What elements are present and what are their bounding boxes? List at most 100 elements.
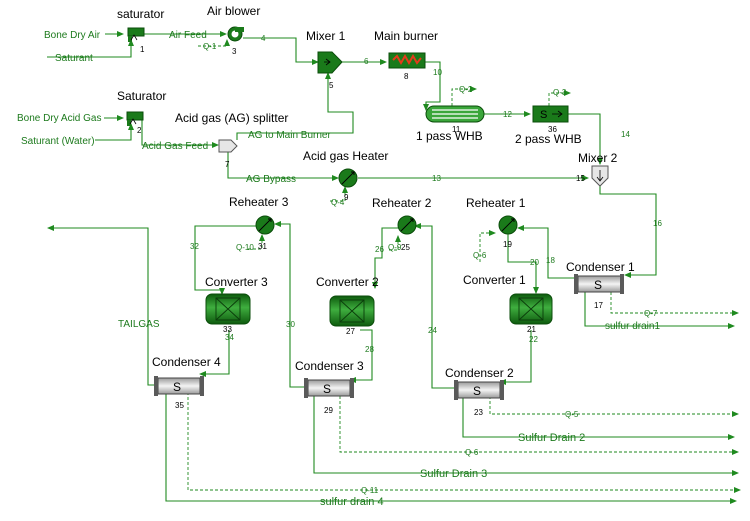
condenser3-id: 29 — [324, 406, 333, 415]
q3-label: Q-3 — [553, 88, 567, 97]
reheater1-id: 19 — [503, 240, 512, 249]
stream-ag-bypass[interactable] — [227, 152, 339, 181]
saturator1-title: saturator — [117, 7, 164, 21]
burner-id: 8 — [404, 72, 409, 81]
q11-label: Q-11 — [361, 486, 379, 495]
snum-22: 22 — [529, 335, 538, 344]
label-sulfur-drain2: Sulfur Drain 2 — [518, 432, 585, 444]
ag-splitter-id: 7 — [225, 160, 230, 169]
converter-2[interactable] — [329, 295, 375, 327]
ag-heater-title: Acid gas Heater — [303, 149, 388, 163]
q4-label: Q-4 — [331, 198, 345, 207]
stream-26[interactable] — [372, 227, 401, 289]
stream-10[interactable] — [423, 61, 441, 111]
condenser4-title: Condenser 4 — [152, 355, 221, 369]
air-blower-id: 3 — [232, 47, 237, 56]
snum-12: 12 — [503, 110, 512, 119]
stream-20[interactable] — [507, 232, 539, 294]
stream-sulfur-drain4[interactable] — [165, 392, 737, 504]
saturator1-id: 1 — [140, 45, 145, 54]
converter1-title: Converter 1 — [463, 273, 526, 287]
snum-16: 16 — [653, 219, 662, 228]
mixer-1[interactable] — [317, 51, 343, 74]
snum-20: 20 — [530, 258, 539, 267]
q6b-label: Q-6 — [465, 448, 479, 457]
ag-splitter[interactable] — [218, 139, 238, 153]
energy-q7[interactable] — [610, 292, 739, 316]
label-ag-to-main-burner: AG to Main Burner — [248, 130, 331, 141]
stream-acid-gas-feed[interactable] — [141, 118, 219, 148]
stream-sulfur-drain1[interactable] — [584, 292, 735, 329]
stream-22[interactable] — [499, 330, 532, 385]
stream-16[interactable] — [599, 186, 657, 278]
snum-6: 6 — [364, 57, 369, 66]
reheater3-title: Reheater 3 — [229, 195, 289, 209]
snum-30: 30 — [286, 320, 295, 329]
saturator-1[interactable] — [127, 27, 145, 42]
reheater1-title: Reheater 1 — [466, 196, 526, 210]
label-bone-dry-air: Bone Dry Air — [44, 30, 101, 41]
whb2-title: 2 pass WHB — [515, 132, 582, 146]
stream-sulfur-drain2[interactable] — [462, 398, 735, 440]
stream-saturant-water[interactable] — [95, 123, 134, 141]
energy-q9[interactable] — [389, 235, 401, 251]
main-burner[interactable] — [388, 52, 426, 69]
main-burner-title: Main burner — [374, 29, 438, 43]
label-sulfur-drain3: Sulfur Drain 3 — [420, 468, 487, 480]
converter-1[interactable] — [509, 293, 553, 325]
condenser2-title: Condenser 2 — [445, 366, 514, 380]
stream-32[interactable] — [194, 225, 258, 295]
air-blower[interactable] — [227, 26, 244, 42]
condenser-1[interactable]: S — [574, 274, 624, 294]
q2-label: Q-2 — [459, 85, 473, 94]
stream-4[interactable] — [243, 37, 319, 65]
label-ag-bypass: AG Bypass — [246, 174, 296, 185]
mixer2-id: 15 — [576, 174, 585, 183]
snum-4: 4 — [261, 34, 266, 43]
snum-18: 18 — [546, 256, 555, 265]
energy-q4[interactable] — [330, 186, 348, 202]
energy-streams — [187, 39, 741, 493]
label-saturant: Saturant — [55, 53, 93, 64]
converter-3[interactable] — [205, 293, 251, 325]
reheater-2[interactable] — [397, 215, 417, 235]
label-air-feed: Air Feed — [169, 30, 207, 41]
stream-28[interactable] — [349, 329, 373, 383]
condenser4-glyph: S — [173, 380, 181, 394]
condenser1-glyph: S — [594, 278, 602, 292]
stream-18[interactable] — [517, 225, 582, 279]
stream-14[interactable] — [568, 113, 603, 165]
stream-saturant[interactable] — [47, 39, 134, 58]
whb2-glyph: S — [540, 109, 547, 121]
mixer2-title: Mixer 2 — [578, 151, 618, 165]
stream-tailgas[interactable] — [47, 225, 158, 386]
whb-2-pass[interactable]: S — [532, 105, 569, 123]
condenser-3[interactable]: S — [304, 378, 354, 398]
acid-gas-heater[interactable] — [338, 168, 358, 188]
reheater-1[interactable] — [498, 215, 518, 235]
condenser-4[interactable]: S — [154, 376, 204, 396]
snum-26: 26 — [375, 245, 384, 254]
stream-34[interactable] — [199, 330, 230, 377]
energy-q3[interactable] — [548, 90, 571, 106]
energy-q5[interactable] — [489, 396, 739, 417]
stream-ag-to-main-burner[interactable] — [236, 72, 354, 140]
whb-1-pass[interactable] — [425, 105, 485, 123]
reheater-3[interactable] — [255, 215, 275, 235]
stream-sulfur-drain3[interactable] — [313, 396, 739, 476]
condenser-2[interactable]: S — [454, 380, 504, 400]
snum-34: 34 — [225, 333, 234, 342]
label-sulfur-drain1: sulfur drain1 — [605, 321, 660, 332]
saturator-2[interactable] — [126, 111, 144, 126]
reheater3-id: 31 — [258, 242, 267, 251]
converter3-id: 33 — [223, 325, 232, 334]
energy-q11[interactable] — [187, 392, 741, 493]
stream-24[interactable] — [414, 223, 458, 389]
energy-q2[interactable] — [451, 86, 477, 106]
mixer-2[interactable] — [591, 165, 609, 187]
energy-q6b[interactable] — [339, 396, 739, 455]
energy-q1[interactable] — [198, 39, 230, 47]
whb1-title: 1 pass WHB — [416, 129, 483, 143]
stream-30[interactable] — [274, 221, 308, 388]
